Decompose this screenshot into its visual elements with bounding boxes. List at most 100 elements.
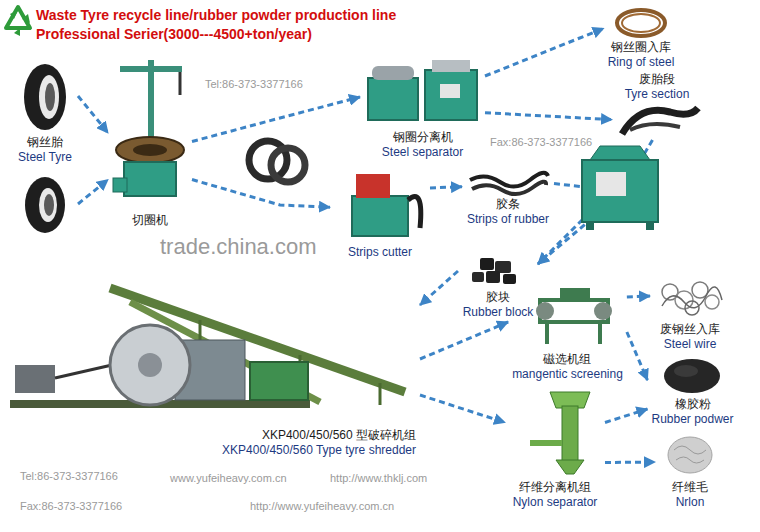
ring-cutter-machine xyxy=(124,162,176,196)
tyre-rings xyxy=(271,148,305,182)
rubber-powder-icon xyxy=(674,365,698,377)
nylon-fibre-icon xyxy=(674,446,706,454)
watermark: http://www.thklj.com xyxy=(330,472,427,485)
watermark: Tel:86-373-3377166 xyxy=(20,470,118,483)
ring-cutter-machine xyxy=(133,144,167,156)
node-label: Ring of steel xyxy=(608,55,675,70)
node-label: Nylon separator xyxy=(513,495,598,510)
watermark: Fax:86-373-3377166 xyxy=(20,500,122,513)
flow-arrow xyxy=(485,28,604,76)
magnetic-screening-machine xyxy=(536,288,612,344)
node-label: Tyre section xyxy=(625,87,690,102)
node-label: 钢丝圈入库 xyxy=(611,40,671,55)
rubber-powder-icon xyxy=(664,359,720,393)
tyre-section-icon xyxy=(630,124,680,130)
flow-arrow xyxy=(627,296,650,297)
flow-arrow xyxy=(485,113,612,120)
recycle-logo xyxy=(14,28,20,36)
node-label: XKP400/450/560 型破碎机组 xyxy=(262,428,416,443)
steel-separator-machine xyxy=(440,84,460,98)
recycle-logo xyxy=(6,7,30,28)
flow-arrow xyxy=(605,461,655,465)
strips-cutter-machine xyxy=(408,197,421,229)
nylon-fibre-icon xyxy=(676,457,704,463)
steel-tyre-icon xyxy=(39,188,57,222)
magnetic-screening-machine xyxy=(594,302,612,320)
tyre-shredder-line xyxy=(55,365,112,378)
watermark: Fax:86-373-3377166 xyxy=(490,136,592,149)
rubber-powder-icon xyxy=(664,359,720,393)
machine-node: 废胎段Tyre section xyxy=(612,72,702,140)
rubber-block-icon xyxy=(472,272,484,282)
machine-node: XKP400/450/560 型破碎机组XKP400/450/560 Type … xyxy=(5,278,420,458)
node-label: Strips of rubber xyxy=(467,212,549,227)
tyre-shredder-line xyxy=(250,362,308,400)
machine-node: Strips cutter xyxy=(330,164,430,260)
flow-arrow xyxy=(192,97,360,142)
node-label: 切圈机 xyxy=(132,213,168,228)
recycle-logo xyxy=(6,7,30,36)
node-label: 废钢丝入库 xyxy=(660,322,720,337)
block-cutter-machine xyxy=(596,172,626,196)
nylon-separator-machine xyxy=(530,440,562,446)
diagram-title: Waste Tyre recycle line/rubber powder pr… xyxy=(36,6,456,44)
steel-wire-icon xyxy=(662,282,722,315)
ring-cutter-machine xyxy=(120,66,182,72)
rubber-block-icon xyxy=(472,258,516,284)
flow-arrow xyxy=(420,322,508,359)
steel-ring-icon xyxy=(617,10,665,36)
magnetic-screening-machine xyxy=(598,322,602,344)
node-label: Steel wire xyxy=(664,337,717,352)
node-label: Nrlon xyxy=(676,495,705,510)
machine-node: 纤维毛Nrlon xyxy=(655,430,725,510)
steel-wire-icon xyxy=(662,287,722,308)
watermark: www.yufeiheavy.com.cn xyxy=(170,472,287,485)
recycle-logo xyxy=(22,14,30,23)
ring-cutter-machine xyxy=(113,60,184,196)
nylon-fibre-icon xyxy=(668,437,712,473)
tyre-shredder-line xyxy=(110,325,190,405)
block-cutter-machine xyxy=(582,146,658,230)
machine-node: 纤维分离机组Nylon separator xyxy=(505,385,605,510)
node-label: 磁选机组 xyxy=(543,352,591,367)
node-label: 钢丝胎 xyxy=(27,135,63,150)
node-label: 胶块 xyxy=(486,290,510,305)
node-label: Strips cutter xyxy=(348,245,412,260)
machine-node: 废钢丝入库Steel wire xyxy=(650,272,730,352)
machine-node: 磁选机组mangentic screening xyxy=(508,282,627,382)
machine-node: 橡胶粉Rubber podwer xyxy=(647,355,737,427)
recycle-logo xyxy=(10,10,18,19)
block-cutter-machine xyxy=(646,222,654,230)
flow-arrow xyxy=(192,180,330,208)
tyre-rings xyxy=(249,141,305,182)
ring-cutter-machine xyxy=(116,137,184,163)
flow-arrow xyxy=(605,409,647,423)
steel-tyre-icon xyxy=(39,75,59,119)
rubber-strips-icon xyxy=(472,182,546,194)
nylon-fibre-icon xyxy=(668,437,712,473)
flow-arrow xyxy=(78,180,108,204)
block-cutter-machine xyxy=(586,222,594,230)
watermark: Tel:86-373-3377166 xyxy=(205,78,303,91)
steel-tyre-icon xyxy=(24,64,66,233)
rubber-block-icon xyxy=(503,274,516,284)
steel-wire-icon xyxy=(705,295,719,309)
nylon-separator-machine xyxy=(556,460,584,474)
flow-arrow xyxy=(430,187,462,188)
rubber-block-icon xyxy=(480,258,494,270)
flow-arrow xyxy=(627,332,648,380)
rubber-strips-icon xyxy=(470,173,548,194)
flow-arrow xyxy=(420,395,505,423)
magnetic-screening-machine xyxy=(536,302,554,320)
tyre-section-icon xyxy=(622,108,698,134)
node-label: 钢圈分离机 xyxy=(393,130,453,145)
node-label: Steel Tyre xyxy=(18,150,72,165)
ring-cutter-machine xyxy=(179,72,182,95)
node-label: mangentic screening xyxy=(512,367,623,382)
machine-node: 胶条Strips of rubber xyxy=(462,165,554,227)
block-cutter-machine xyxy=(590,146,650,160)
rubber-block-icon xyxy=(486,271,500,283)
node-label: 胶条 xyxy=(496,197,520,212)
steel-separator-machine xyxy=(372,66,414,80)
